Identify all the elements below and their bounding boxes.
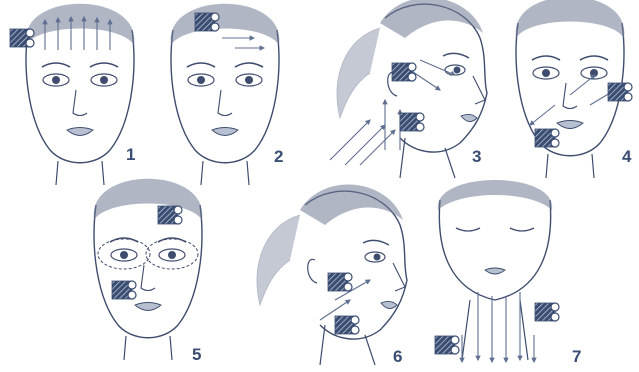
panel-1: 1: [10, 4, 135, 185]
massage-roller-icon: [335, 316, 359, 334]
face-outline-icon: [438, 180, 552, 360]
massage-roller-icon: [195, 13, 219, 31]
panel-label-3: 3: [472, 147, 481, 166]
panel-4: 4: [516, 0, 632, 178]
face-outline-icon: [94, 179, 203, 360]
panel-label-1: 1: [126, 145, 135, 164]
panel-5: 5: [94, 179, 203, 364]
massage-roller-icon: [328, 273, 352, 291]
massage-roller-icon: [10, 29, 34, 47]
massage-roller-icon: [535, 303, 559, 321]
panel-2: 2: [171, 4, 284, 185]
panel-label-4: 4: [622, 147, 632, 166]
massage-roller-icon: [400, 113, 424, 131]
massage-roller-icon: [112, 281, 136, 299]
panel-6: 6: [257, 185, 407, 366]
panel-7: 7: [435, 180, 581, 366]
panel-label-5: 5: [192, 345, 201, 364]
panel-label-6: 6: [393, 347, 402, 366]
face-outline-icon: [26, 4, 135, 185]
panel-3: 3: [330, 0, 487, 178]
massage-roller-icon: [608, 83, 632, 101]
panel-label-7: 7: [572, 347, 581, 366]
massage-roller-icon: [392, 63, 416, 81]
massage-roller-icon: [435, 336, 459, 354]
panel-label-2: 2: [274, 147, 283, 166]
face-outline-icon: [171, 4, 280, 185]
massage-roller-icon: [158, 206, 182, 224]
